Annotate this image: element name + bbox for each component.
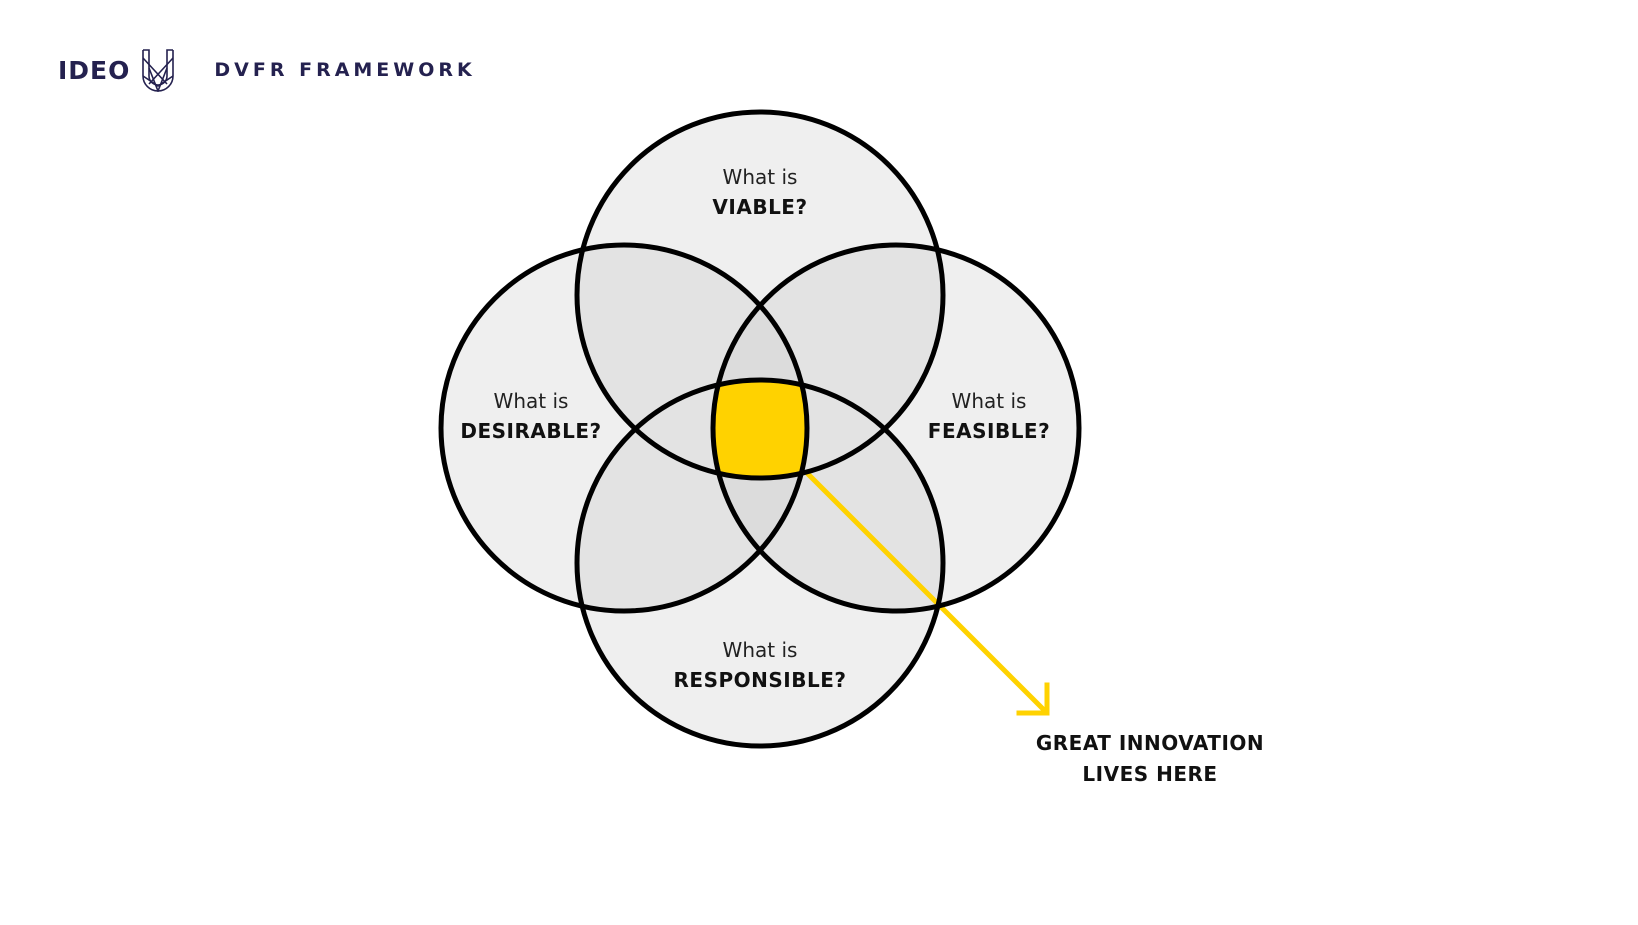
callout-line-2: LIVES HERE: [1082, 762, 1218, 786]
circle-responsible: [574, 377, 946, 749]
label-keyword: VIABLE?: [712, 195, 808, 219]
label-feasible: What is FEASIBLE?: [879, 386, 1099, 446]
center-highlight: [713, 380, 807, 478]
label-prefix: What is: [722, 165, 798, 189]
ideo-logo-text: IDEO: [58, 55, 131, 85]
callout-line-1: GREAT INNOVATION: [1035, 731, 1265, 755]
label-keyword: FEASIBLE?: [927, 419, 1051, 443]
circle-feasible: [710, 242, 1082, 614]
label-responsible: What is RESPONSIBLE?: [650, 635, 870, 695]
label-prefix: What is: [951, 389, 1027, 413]
page-title: DVFR FRAMEWORK: [214, 59, 476, 81]
header: IDEO DVFR FRAMEWORK: [58, 46, 476, 94]
label-prefix: What is: [722, 638, 798, 662]
label-keyword: RESPONSIBLE?: [673, 668, 847, 692]
circle-outlines: [438, 109, 1082, 749]
arrow-icon: [804, 470, 1050, 716]
label-desirable: What is DESIRABLE?: [421, 386, 641, 446]
callout-text: GREAT INNOVATION LIVES HERE: [1010, 728, 1290, 790]
circle-desirable: [438, 242, 810, 614]
label-keyword: DESIRABLE?: [460, 419, 602, 443]
u-logo-icon: [142, 49, 175, 92]
label-prefix: What is: [493, 389, 569, 413]
circle-viable: [574, 109, 946, 481]
label-viable: What is VIABLE?: [650, 162, 870, 222]
